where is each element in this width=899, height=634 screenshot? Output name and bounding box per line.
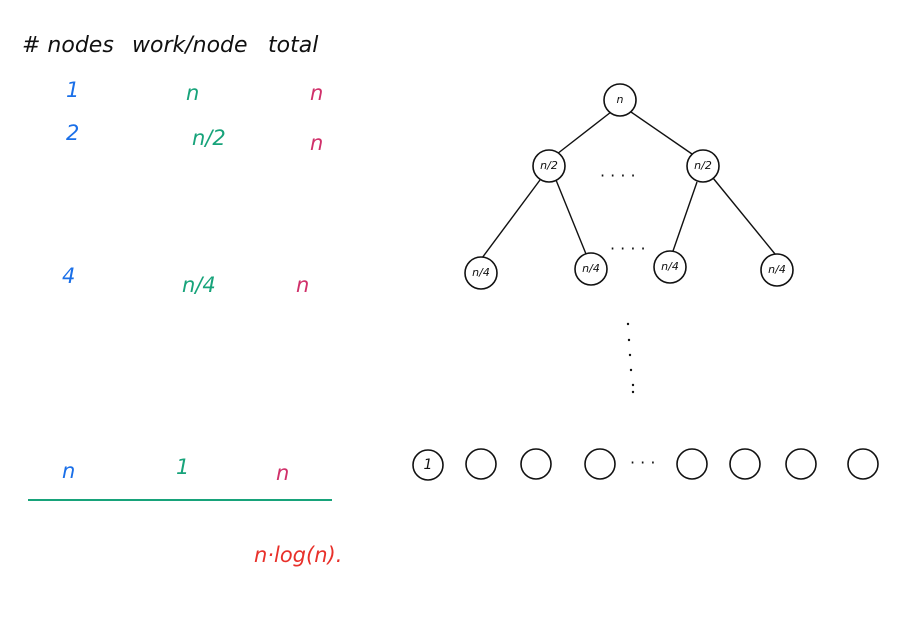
ellipsis-leaves: · · · [630, 453, 655, 472]
leaf-node [785, 448, 817, 480]
leaf-node [676, 448, 708, 480]
row-2-nodes: 2 [66, 121, 79, 145]
leaf-node [847, 448, 879, 480]
row-3-total: n [296, 273, 309, 297]
tree-edges [481, 111, 776, 259]
tree-node-l2: n/4 [760, 253, 794, 287]
svg-text:n/4: n/4 [582, 262, 600, 275]
row-4-work: 1 [176, 455, 189, 479]
ellipsis-level1: · · · · [600, 166, 636, 185]
leaf-node [520, 448, 552, 480]
leaf-node [465, 448, 497, 480]
row-1-nodes: 1 [66, 78, 79, 102]
header-work: work/node [132, 33, 248, 58]
tree-node-l2: n/4 [653, 250, 687, 284]
header-nodes: # nodes [22, 33, 114, 58]
leaf-node [729, 448, 761, 480]
header-total: total [268, 33, 318, 58]
svg-text:n: n [617, 93, 624, 106]
tree-node-root: n [603, 83, 637, 117]
row-2-total: n [310, 131, 323, 155]
row-3-nodes: 4 [62, 264, 75, 288]
row-3-work: n/4 [182, 273, 216, 297]
row-1-work: n [186, 81, 199, 105]
svg-text:n/2: n/2 [540, 159, 558, 172]
svg-text:n/2: n/2 [694, 159, 712, 172]
svg-text:n/4: n/4 [768, 263, 786, 276]
leaf-node: 1 [412, 449, 444, 481]
row-2-work: n/2 [192, 126, 226, 150]
svg-text:n/4: n/4 [661, 260, 679, 273]
row-4-nodes: n [62, 459, 75, 483]
svg-text:1: 1 [424, 457, 433, 473]
tree-node-l1-left: n/2 [532, 149, 566, 183]
result-total: n·log(n). [254, 543, 342, 567]
leaf-node [584, 448, 616, 480]
tree-node-l2: n/4 [574, 252, 608, 286]
ellipsis-level2: · · · · [610, 239, 646, 258]
vertical-ellipsis [626, 322, 635, 394]
row-4-total: n [276, 461, 289, 485]
tree-node-l2: n/4 [464, 256, 498, 290]
tree-node-l1-right: n/2 [686, 149, 720, 183]
svg-text:n/4: n/4 [472, 266, 490, 279]
row-1-total: n [310, 81, 323, 105]
